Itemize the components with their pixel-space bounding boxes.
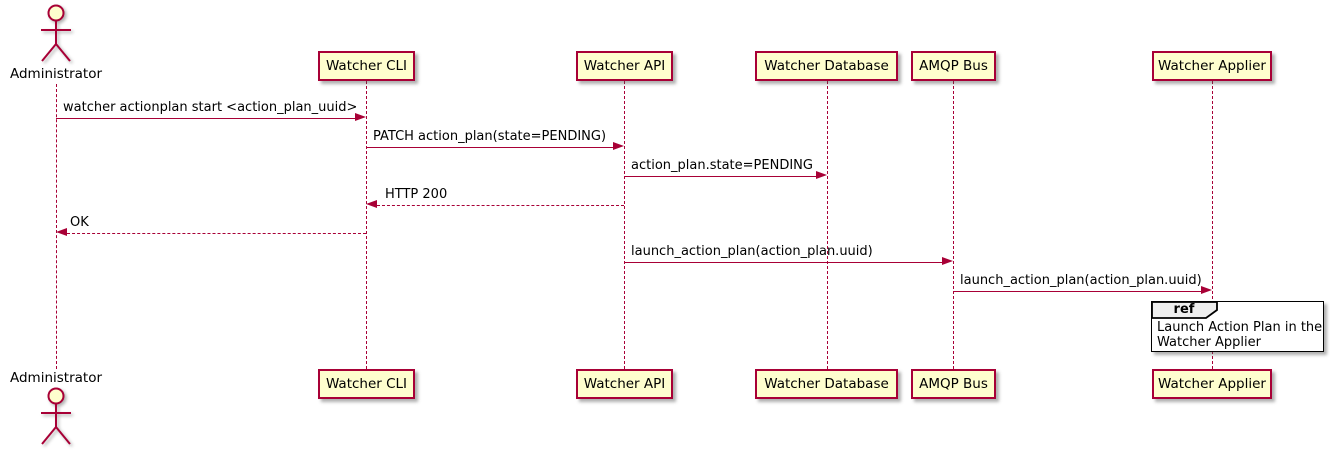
ref-text-line2: Watcher Applier xyxy=(1157,335,1261,350)
ref-keyword: ref xyxy=(1173,302,1195,317)
participant-top-amqp-bus: AMQP Bus xyxy=(911,51,996,81)
message-label: launch_action_plan(action_plan.uuid) xyxy=(631,244,873,259)
participant-bottom-watcher-database: Watcher Database xyxy=(755,369,898,399)
message-label: action_plan.state=PENDING xyxy=(631,158,813,173)
message-label: HTTP 200 xyxy=(385,187,448,202)
message-label: launch_action_plan(action_plan.uuid) xyxy=(960,273,1202,288)
message-line xyxy=(624,262,944,263)
participant-bottom-watcher-api: Watcher API xyxy=(576,369,673,399)
lifeline-watcher-applier xyxy=(1212,81,1213,369)
participant-bottom-watcher-applier: Watcher Applier xyxy=(1152,369,1272,399)
actor-name-top: Administrator xyxy=(9,66,103,82)
arrowhead-icon xyxy=(613,142,624,150)
message-line xyxy=(56,118,357,119)
lifeline-watcher-api xyxy=(624,81,625,369)
participant-bottom-amqp-bus: AMQP Bus xyxy=(911,369,996,399)
participant-top-watcher-api: Watcher API xyxy=(576,51,673,81)
message-label: watcher actionplan start <action_plan_uu… xyxy=(63,100,358,115)
participant-top-watcher-applier: Watcher Applier xyxy=(1152,51,1272,81)
ref-text: Launch Action Plan in the Watcher Applie… xyxy=(1157,320,1322,350)
arrowhead-icon xyxy=(816,171,827,179)
participant-top-watcher-cli: Watcher CLI xyxy=(318,51,415,81)
ref-text-line1: Launch Action Plan in the xyxy=(1157,320,1323,335)
participant-bottom-watcher-cli: Watcher CLI xyxy=(318,369,415,399)
ref-tab-icon xyxy=(1151,301,1218,319)
arrowhead-icon xyxy=(1201,286,1212,294)
actor-icon xyxy=(41,4,71,62)
arrowhead-icon xyxy=(942,257,953,265)
arrowhead-icon xyxy=(56,228,67,236)
arrowhead-icon xyxy=(355,113,366,121)
message-line xyxy=(67,233,366,234)
actor-icon xyxy=(41,387,71,445)
message-line xyxy=(624,176,818,177)
arrowhead-icon xyxy=(366,200,377,208)
lifeline-watcher-cli xyxy=(366,81,367,369)
message-label: OK xyxy=(70,215,89,230)
participant-top-watcher-database: Watcher Database xyxy=(755,51,898,81)
ref-fragment: ref Launch Action Plan in the Watcher Ap… xyxy=(1151,301,1324,352)
message-line xyxy=(366,147,615,148)
lifeline-administrator xyxy=(56,84,57,369)
message-line xyxy=(377,205,624,206)
lifeline-amqp-bus xyxy=(953,81,954,369)
lifeline-watcher-database xyxy=(827,81,828,369)
actor-name-bottom: Administrator xyxy=(9,370,103,386)
message-label: PATCH action_plan(state=PENDING) xyxy=(373,129,607,144)
message-line xyxy=(953,291,1203,292)
